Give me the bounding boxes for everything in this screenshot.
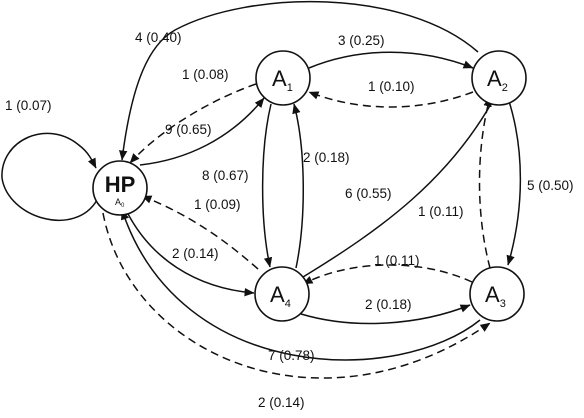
label-hp-to-a1: 9 (0.65): [165, 122, 212, 137]
edge-hp-to-a1: [139, 97, 265, 166]
node-a3-label: A3: [485, 282, 506, 310]
edge-a3-to-a2: [478, 96, 492, 269]
edge-hp-to-a3: [102, 212, 491, 379]
edge-hp-self-loop: [1, 132, 98, 222]
edge-a3-to-hp: [121, 209, 481, 361]
edge-a3-to-a4: [302, 264, 473, 285]
edge-a2-to-hp: [119, 0, 479, 161]
label-a2-to-hp: 4 (0.40): [135, 30, 182, 45]
label-a4-to-hp: 1 (0.09): [194, 197, 241, 212]
label-a2-to-a1: 1 (0.10): [368, 79, 415, 94]
edge-a1-to-a4: [261, 103, 273, 268]
label-a3-to-a2: 1 (0.11): [418, 204, 464, 219]
node-a4: A4: [254, 266, 310, 322]
edge-a4-to-a1: [292, 103, 305, 269]
node-hp: HP A0: [92, 160, 148, 216]
edge-a4-to-a3: [300, 304, 471, 325]
label-a3-to-hp: 7 (0.78): [268, 348, 315, 363]
label-a4-to-a2: 6 (0.55): [345, 186, 392, 201]
label-a1-to-a4: 8 (0.67): [202, 168, 249, 183]
label-a2-to-a3: 5 (0.50): [527, 178, 574, 193]
node-hp-label: HP: [105, 172, 136, 197]
node-a4-label: A4: [270, 282, 291, 310]
node-a2: A2: [471, 50, 527, 106]
label-a4-to-a1: 2 (0.18): [303, 150, 350, 165]
edge-a4-to-hp: [141, 195, 259, 270]
node-a2-label: A2: [487, 66, 508, 94]
label-a3-to-a4: 1 (0.11): [374, 253, 420, 268]
edge-a1-to-a2: [308, 51, 474, 69]
label-hp-to-a3: 2 (0.14): [258, 395, 305, 410]
label-hp-to-a4: 2 (0.14): [172, 246, 219, 261]
node-hp-sublabel: A0: [115, 197, 125, 209]
node-a3: A3: [469, 266, 525, 322]
label-a1-to-hp: 1 (0.08): [182, 67, 229, 82]
edge-hp-to-a4: [125, 209, 255, 297]
node-a1-label: A1: [272, 66, 293, 94]
label-a1-to-a2: 3 (0.25): [338, 33, 385, 48]
edge-a4-to-a2: [302, 94, 497, 278]
edge-a1-to-hp: [129, 83, 257, 164]
label-a4-to-a3: 2 (0.18): [365, 297, 412, 312]
node-a1: A1: [255, 50, 311, 106]
edge-a2-to-a1: [308, 91, 474, 108]
label-hp-self-loop: 1 (0.07): [5, 98, 52, 113]
edge-a2-to-a3: [506, 97, 522, 266]
